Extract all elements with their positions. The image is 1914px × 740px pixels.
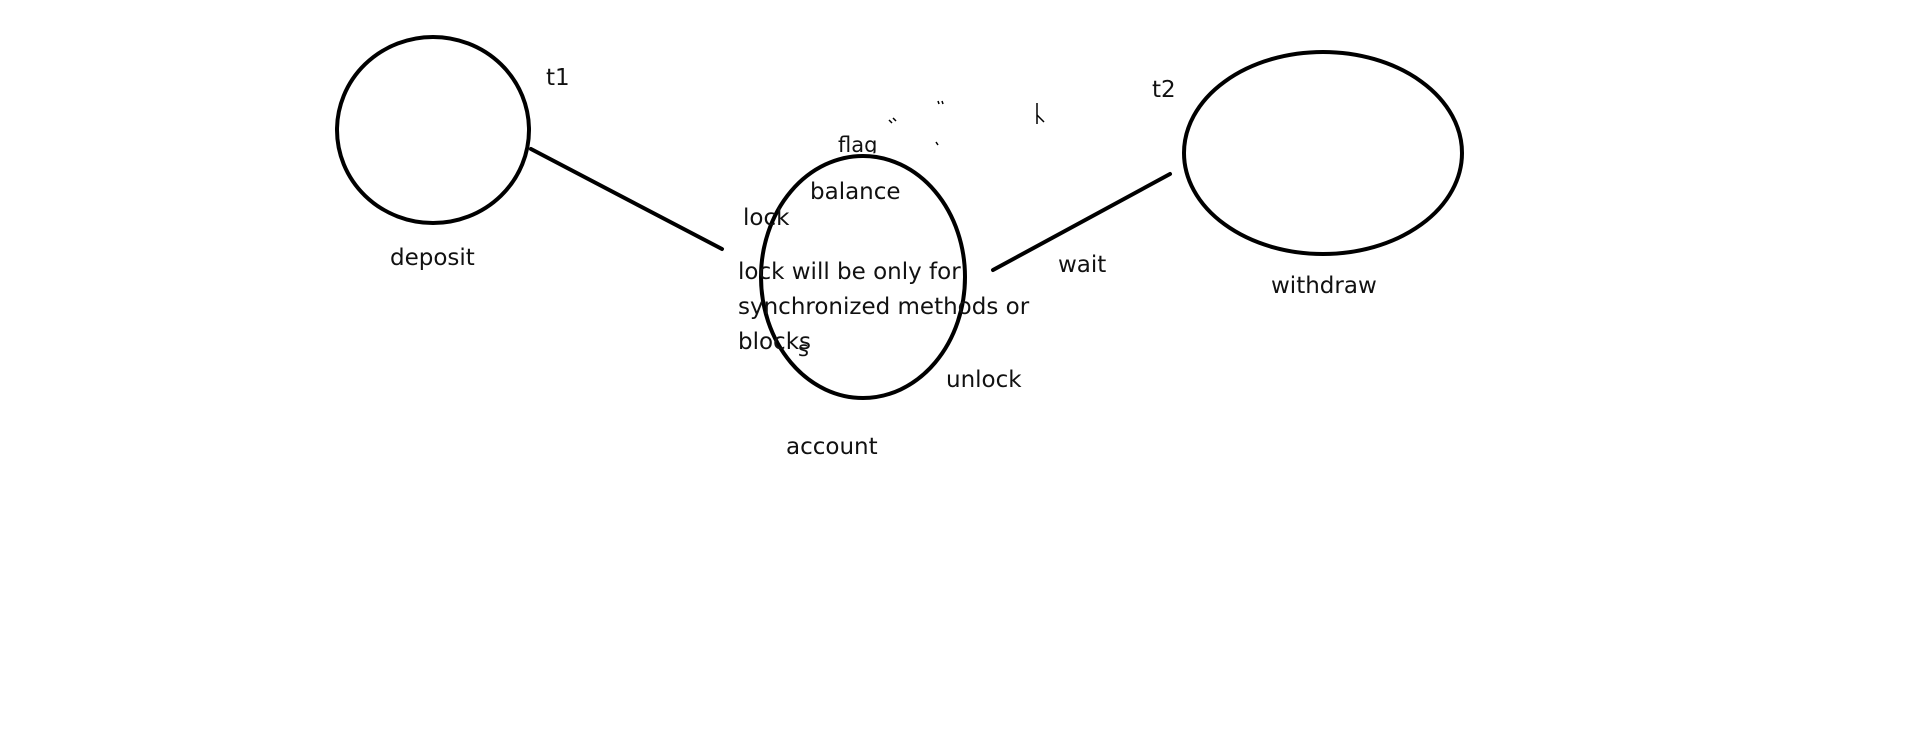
- deposit-node-label: deposit: [390, 245, 475, 271]
- lock-edge-label: lock: [743, 205, 790, 231]
- deposit-node-circle: [335, 35, 531, 225]
- account-to-withdraw-edge: [991, 172, 1172, 272]
- withdraw-node-ellipse: [1182, 50, 1464, 256]
- account-flag-label: flag: [838, 133, 878, 157]
- account-note-line-1: lock will be only for: [738, 259, 961, 285]
- withdraw-thread-label: t2: [1152, 77, 1176, 103]
- wait-edge-label: wait: [1058, 252, 1107, 278]
- deposit-thread-label: t1: [546, 65, 570, 91]
- account-note-suffix: s: [798, 337, 809, 361]
- erased-scribble-marks: [888, 100, 1045, 146]
- account-note-line-2: synchronized methods or: [738, 294, 1030, 320]
- withdraw-node-label: withdraw: [1271, 273, 1377, 299]
- account-field-balance: balance: [810, 179, 901, 205]
- deposit-to-account-edge: [529, 147, 724, 251]
- account-node-ellipse: [759, 154, 967, 400]
- account-note-line-3: blocks: [738, 329, 812, 355]
- unlock-label: unlock: [946, 367, 1022, 393]
- account-node-label: account: [786, 434, 878, 460]
